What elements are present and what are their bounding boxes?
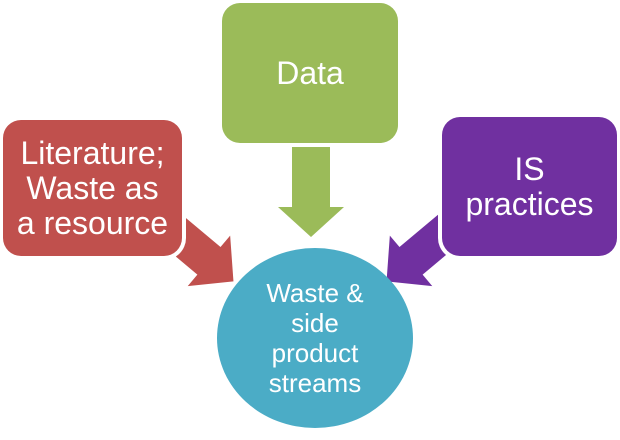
node-data: Data (222, 3, 398, 143)
node-literature-label: Literature; Waste as a resource (16, 134, 169, 241)
node-waste-side-product-streams: Waste & side product streams (217, 248, 413, 428)
data-arrow-icon (278, 135, 344, 237)
node-is-practices-label: IS practices (465, 150, 594, 222)
node-center-label: Waste & side product streams (266, 278, 364, 398)
node-data-label: Data (276, 54, 344, 91)
node-literature-waste-resource: Literature; Waste as a resource (3, 120, 182, 256)
node-is-practices: IS practices (442, 117, 617, 256)
